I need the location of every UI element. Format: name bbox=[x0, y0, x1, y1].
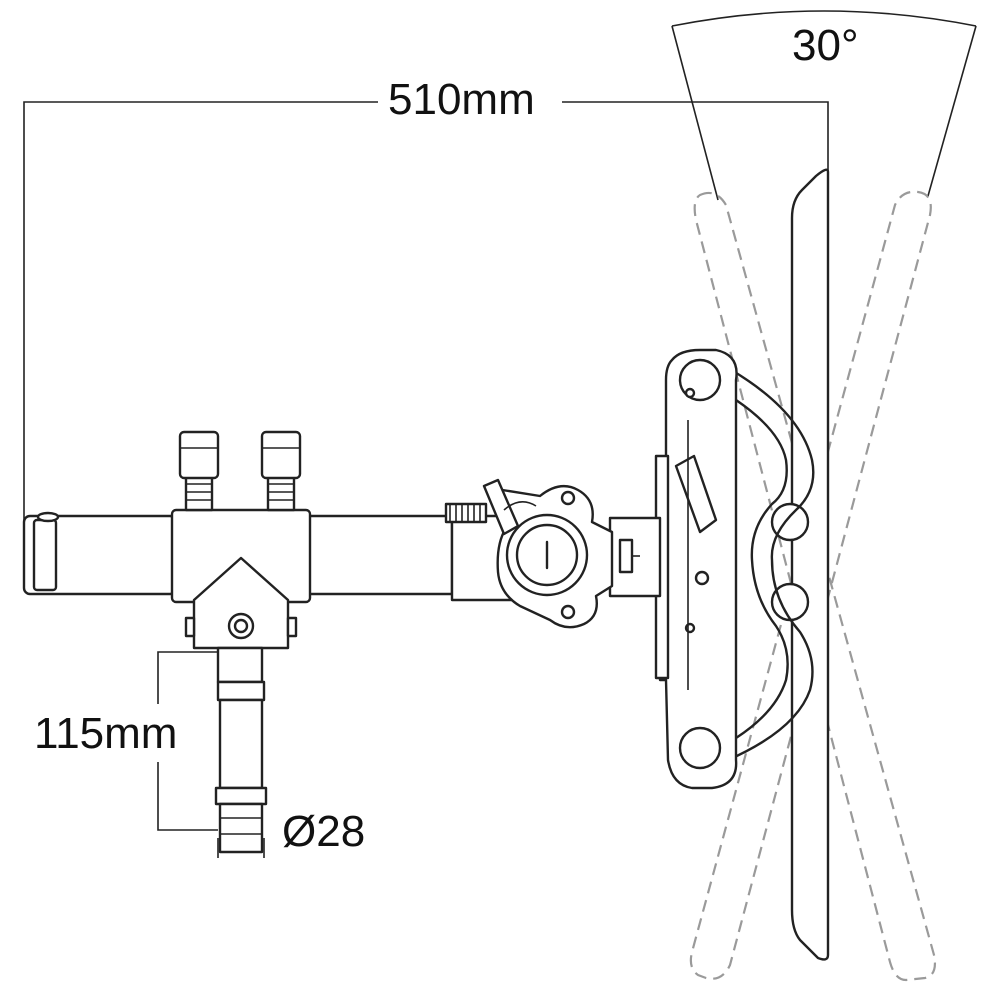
vesa-bracket-plate bbox=[654, 348, 738, 790]
overall-width-label: 510mm bbox=[382, 78, 541, 122]
width-dimension-line bbox=[23, 101, 829, 520]
tilted-screen-ghost-left bbox=[693, 191, 937, 982]
screen-panel bbox=[770, 168, 830, 961]
tilt-arm bbox=[726, 366, 815, 762]
spigot-length-label: 115mm bbox=[34, 709, 178, 758]
tilt-angle-label: 30° bbox=[792, 21, 859, 70]
tilted-screen-ghost-right bbox=[689, 190, 932, 980]
main-tube bbox=[22, 511, 514, 602]
coupling-block bbox=[170, 430, 312, 650]
spigot-diameter-label: Ø28 bbox=[282, 807, 366, 856]
tilt-angle-indicator bbox=[671, 10, 977, 201]
spigot-length-dimension-line bbox=[157, 651, 218, 831]
spigot-diameter-dimension-line bbox=[217, 838, 265, 858]
plate-connector bbox=[608, 516, 662, 598]
tube-clamp bbox=[444, 478, 614, 629]
spigot bbox=[214, 646, 268, 854]
